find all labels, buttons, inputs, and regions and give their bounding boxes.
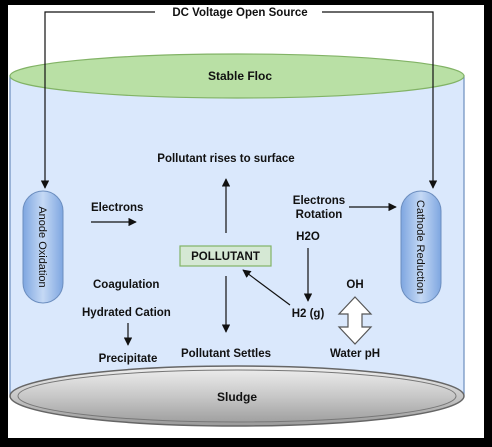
coagulation-label: Coagulation (93, 279, 159, 291)
dc-wire-right (322, 11, 438, 189)
anode-label: Anode Oxidation (36, 206, 48, 287)
pollutant-settles-label: Pollutant Settles (181, 348, 271, 360)
h2g-label: H2 (g) (292, 308, 325, 320)
dc-wire-left (40, 11, 155, 189)
pollutant-box (179, 245, 272, 267)
cathode-label: Cathode Reduction (414, 200, 426, 294)
hydrated-cation-label: Hydrated Cation (82, 307, 171, 319)
stable-floc-label: Stable Floc (208, 69, 272, 83)
dc-source-label: DC Voltage Open Source (172, 7, 307, 19)
cathode-electrode (400, 190, 442, 304)
h2-to-pollutant-arrow (242, 269, 291, 306)
electrons-rotation-line1: Electrons (293, 195, 345, 207)
tank-body (9, 75, 465, 395)
oh-label: OH (346, 279, 363, 291)
electrons-rotation-line2: Rotation (296, 209, 343, 221)
electrons-label: Electrons (91, 202, 143, 214)
precipitate-label: Precipitate (99, 353, 158, 365)
pollutant-label: POLLUTANT (191, 251, 260, 263)
ph-double-arrow (337, 296, 373, 345)
sludge-layer (9, 365, 465, 427)
anode-electrode (22, 190, 64, 304)
water-ph-label: Water pH (330, 348, 380, 360)
sludge-label: Sludge (217, 390, 257, 404)
sludge-inner-rim (17, 369, 457, 423)
h2o-label: H2O (296, 231, 320, 243)
stable-floc-layer (9, 53, 465, 99)
pollutant-rises-label: Pollutant rises to surface (157, 153, 294, 165)
